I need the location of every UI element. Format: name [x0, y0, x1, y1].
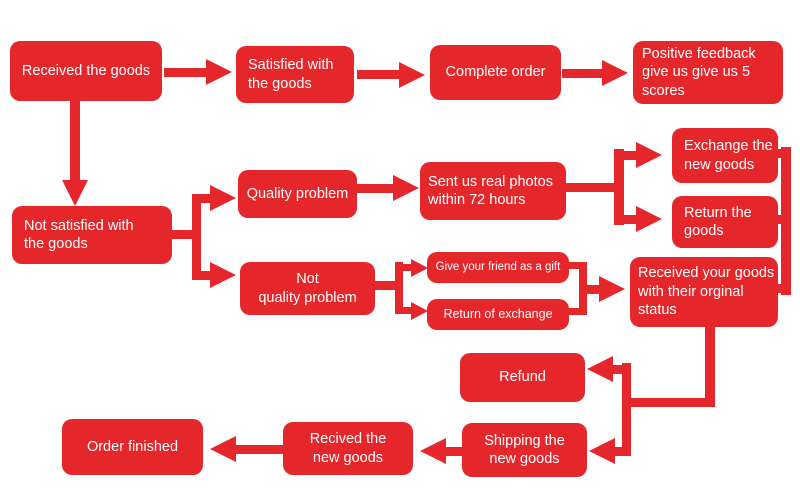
arrow-down-icon: [62, 180, 88, 206]
arrow-quality-to-photos-shaft: [357, 184, 395, 193]
arrow-right-icon: [411, 302, 428, 320]
node-label: Quality problem: [246, 185, 349, 202]
connector-down-horizontal: [627, 398, 715, 407]
node-label: Complete order: [445, 64, 546, 81]
arrow-to-notquality-shaft: [200, 271, 210, 280]
arrow-received-to-satisfied-shaft: [164, 68, 208, 77]
node-order-finished: Order finished: [62, 419, 203, 475]
arrow-left-icon: [587, 356, 613, 382]
node-label: Order finished: [86, 438, 179, 455]
connector-gift-stub: [569, 262, 579, 269]
node-satisfied-with-goods: Satisfied with the goods: [236, 46, 354, 103]
arrow-to-returnexchange-shaft: [403, 307, 411, 314]
node-label: Received the goods: [21, 62, 151, 79]
arrow-right-icon: [636, 206, 662, 232]
node-label: Not quality problem: [258, 271, 357, 306]
arrow-merge-to-status-shaft: [587, 285, 599, 294]
node-exchange-new-goods: Exchange the new goods: [672, 128, 778, 183]
node-return-of-exchange: Return of exchange: [427, 299, 569, 330]
node-received-new-goods: Recived the new goods: [283, 422, 413, 475]
node-label: Return of exchange: [443, 306, 553, 321]
connector-merge-vertical: [579, 262, 587, 315]
node-label: Received your goods with their orginal s…: [638, 265, 775, 319]
node-received-the-goods: Received the goods: [10, 41, 162, 101]
node-refund: Refund: [460, 353, 585, 402]
node-shipping-new-goods: Shipping the new goods: [462, 423, 587, 477]
connector-returnexchange-stub: [569, 308, 579, 315]
node-not-quality-problem: Not quality problem: [240, 262, 375, 315]
arrow-right-icon: [411, 259, 428, 277]
arrow-right-icon: [599, 276, 625, 302]
arrow-left-icon: [589, 438, 615, 464]
arrow-right-icon: [636, 142, 662, 168]
arrow-satisfied-to-complete-shaft: [357, 70, 401, 79]
node-label: Sent us real photos within 72 hours: [428, 173, 553, 208]
arrow-to-return-shaft: [624, 215, 638, 224]
arrow-right-icon: [399, 62, 425, 88]
node-not-satisfied-with-goods: Not satisfied with the goods: [12, 206, 172, 264]
connector-status-stub: [778, 284, 783, 293]
node-label: Not satisfied with the goods: [24, 217, 134, 252]
connector-notquality-out: [375, 281, 395, 290]
node-complete-order: Complete order: [430, 45, 561, 100]
arrow-shipping-to-received-shaft: [444, 447, 462, 456]
connector-notquality-vertical: [395, 262, 403, 314]
arrow-to-shipping-shaft: [613, 447, 624, 456]
node-label: Exchange the new goods: [684, 138, 773, 173]
connector-notsatisfied-out: [172, 230, 194, 239]
arrow-left-icon: [420, 438, 446, 464]
node-label: Recived the new goods: [309, 431, 387, 466]
arrow-right-icon: [206, 59, 232, 85]
connector-refund-shipping-vertical: [622, 363, 631, 456]
connector-photos-vertical: [614, 149, 624, 225]
arrow-to-exchange-shaft: [624, 151, 638, 160]
node-received-original-status: Received your goods with their orginal s…: [630, 257, 778, 327]
node-positive-feedback: Positive feedback give us give us 5 scor…: [633, 41, 783, 104]
arrow-received-down-shaft: [70, 101, 80, 180]
node-label: Shipping the new goods: [484, 432, 565, 467]
arrow-right-icon: [602, 60, 628, 86]
arrow-complete-to-feedback-shaft: [562, 69, 604, 78]
connector-photos-out: [566, 183, 616, 192]
node-label: Satisfied with the goods: [248, 57, 334, 92]
node-label: Refund: [499, 369, 546, 386]
arrow-left-icon: [210, 436, 236, 462]
node-return-the-goods: Return the goods: [672, 196, 778, 248]
node-send-real-photos: Sent us real photos within 72 hours: [420, 162, 566, 220]
arrow-to-refund-shaft: [611, 365, 624, 374]
node-quality-problem: Quality problem: [238, 170, 357, 218]
node-label: Return the goods: [684, 204, 752, 239]
arrow-right-icon: [210, 262, 236, 288]
node-label: Positive feedback give us give us 5 scor…: [642, 45, 756, 99]
node-give-friend-gift: Give your friend as a gift: [427, 252, 569, 283]
connector-right-vertical: [781, 147, 791, 295]
arrow-received-to-finished-shaft: [234, 445, 283, 454]
connector-status-down: [705, 327, 715, 403]
arrow-right-icon: [393, 175, 419, 201]
arrow-to-gift-shaft: [403, 264, 411, 271]
arrow-right-icon: [210, 185, 236, 211]
connector-notsatisfied-vertical: [192, 194, 201, 280]
node-label: Give your friend as a gift: [435, 261, 561, 274]
arrow-to-quality-shaft: [200, 194, 210, 203]
